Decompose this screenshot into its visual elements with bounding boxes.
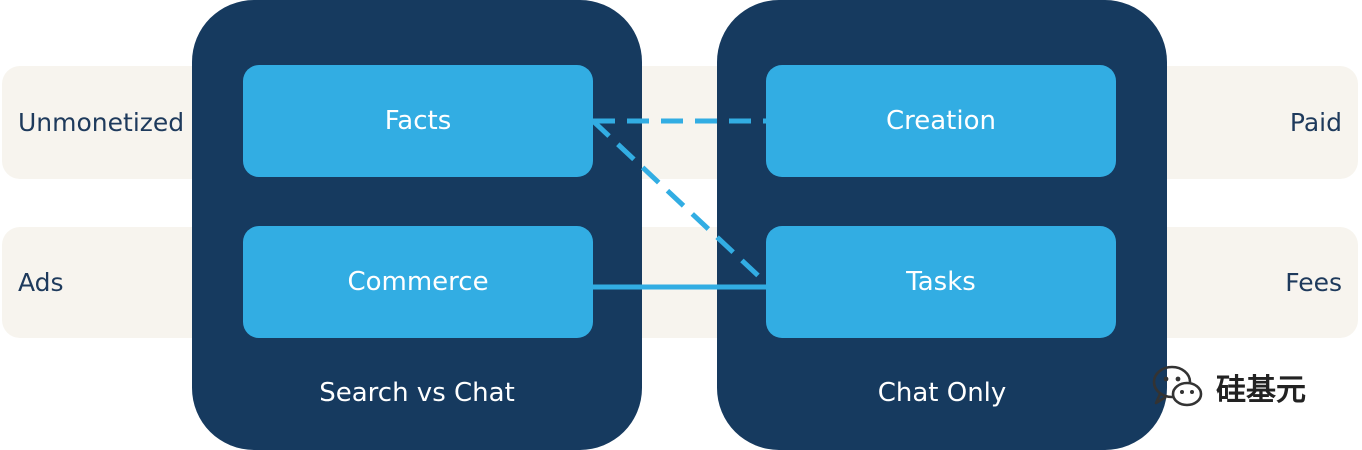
card-facts: Facts xyxy=(243,65,593,177)
card-creation: Creation xyxy=(766,65,1116,177)
label-ads: Ads xyxy=(18,268,64,297)
label-fees: Fees xyxy=(1285,268,1342,297)
label-paid: Paid xyxy=(1289,108,1342,137)
watermark: 硅基元 xyxy=(1150,362,1306,412)
watermark-text: 硅基元 xyxy=(1216,373,1306,408)
panel-title-search-vs-chat: Search vs Chat xyxy=(319,378,515,408)
panel-title-chat-only: Chat Only xyxy=(877,378,1007,408)
card-tasks: Tasks xyxy=(766,226,1116,338)
card-commerce: Commerce xyxy=(243,226,593,338)
wechat-icon xyxy=(1152,365,1203,407)
label-unmonetized: Unmonetized xyxy=(18,108,185,137)
